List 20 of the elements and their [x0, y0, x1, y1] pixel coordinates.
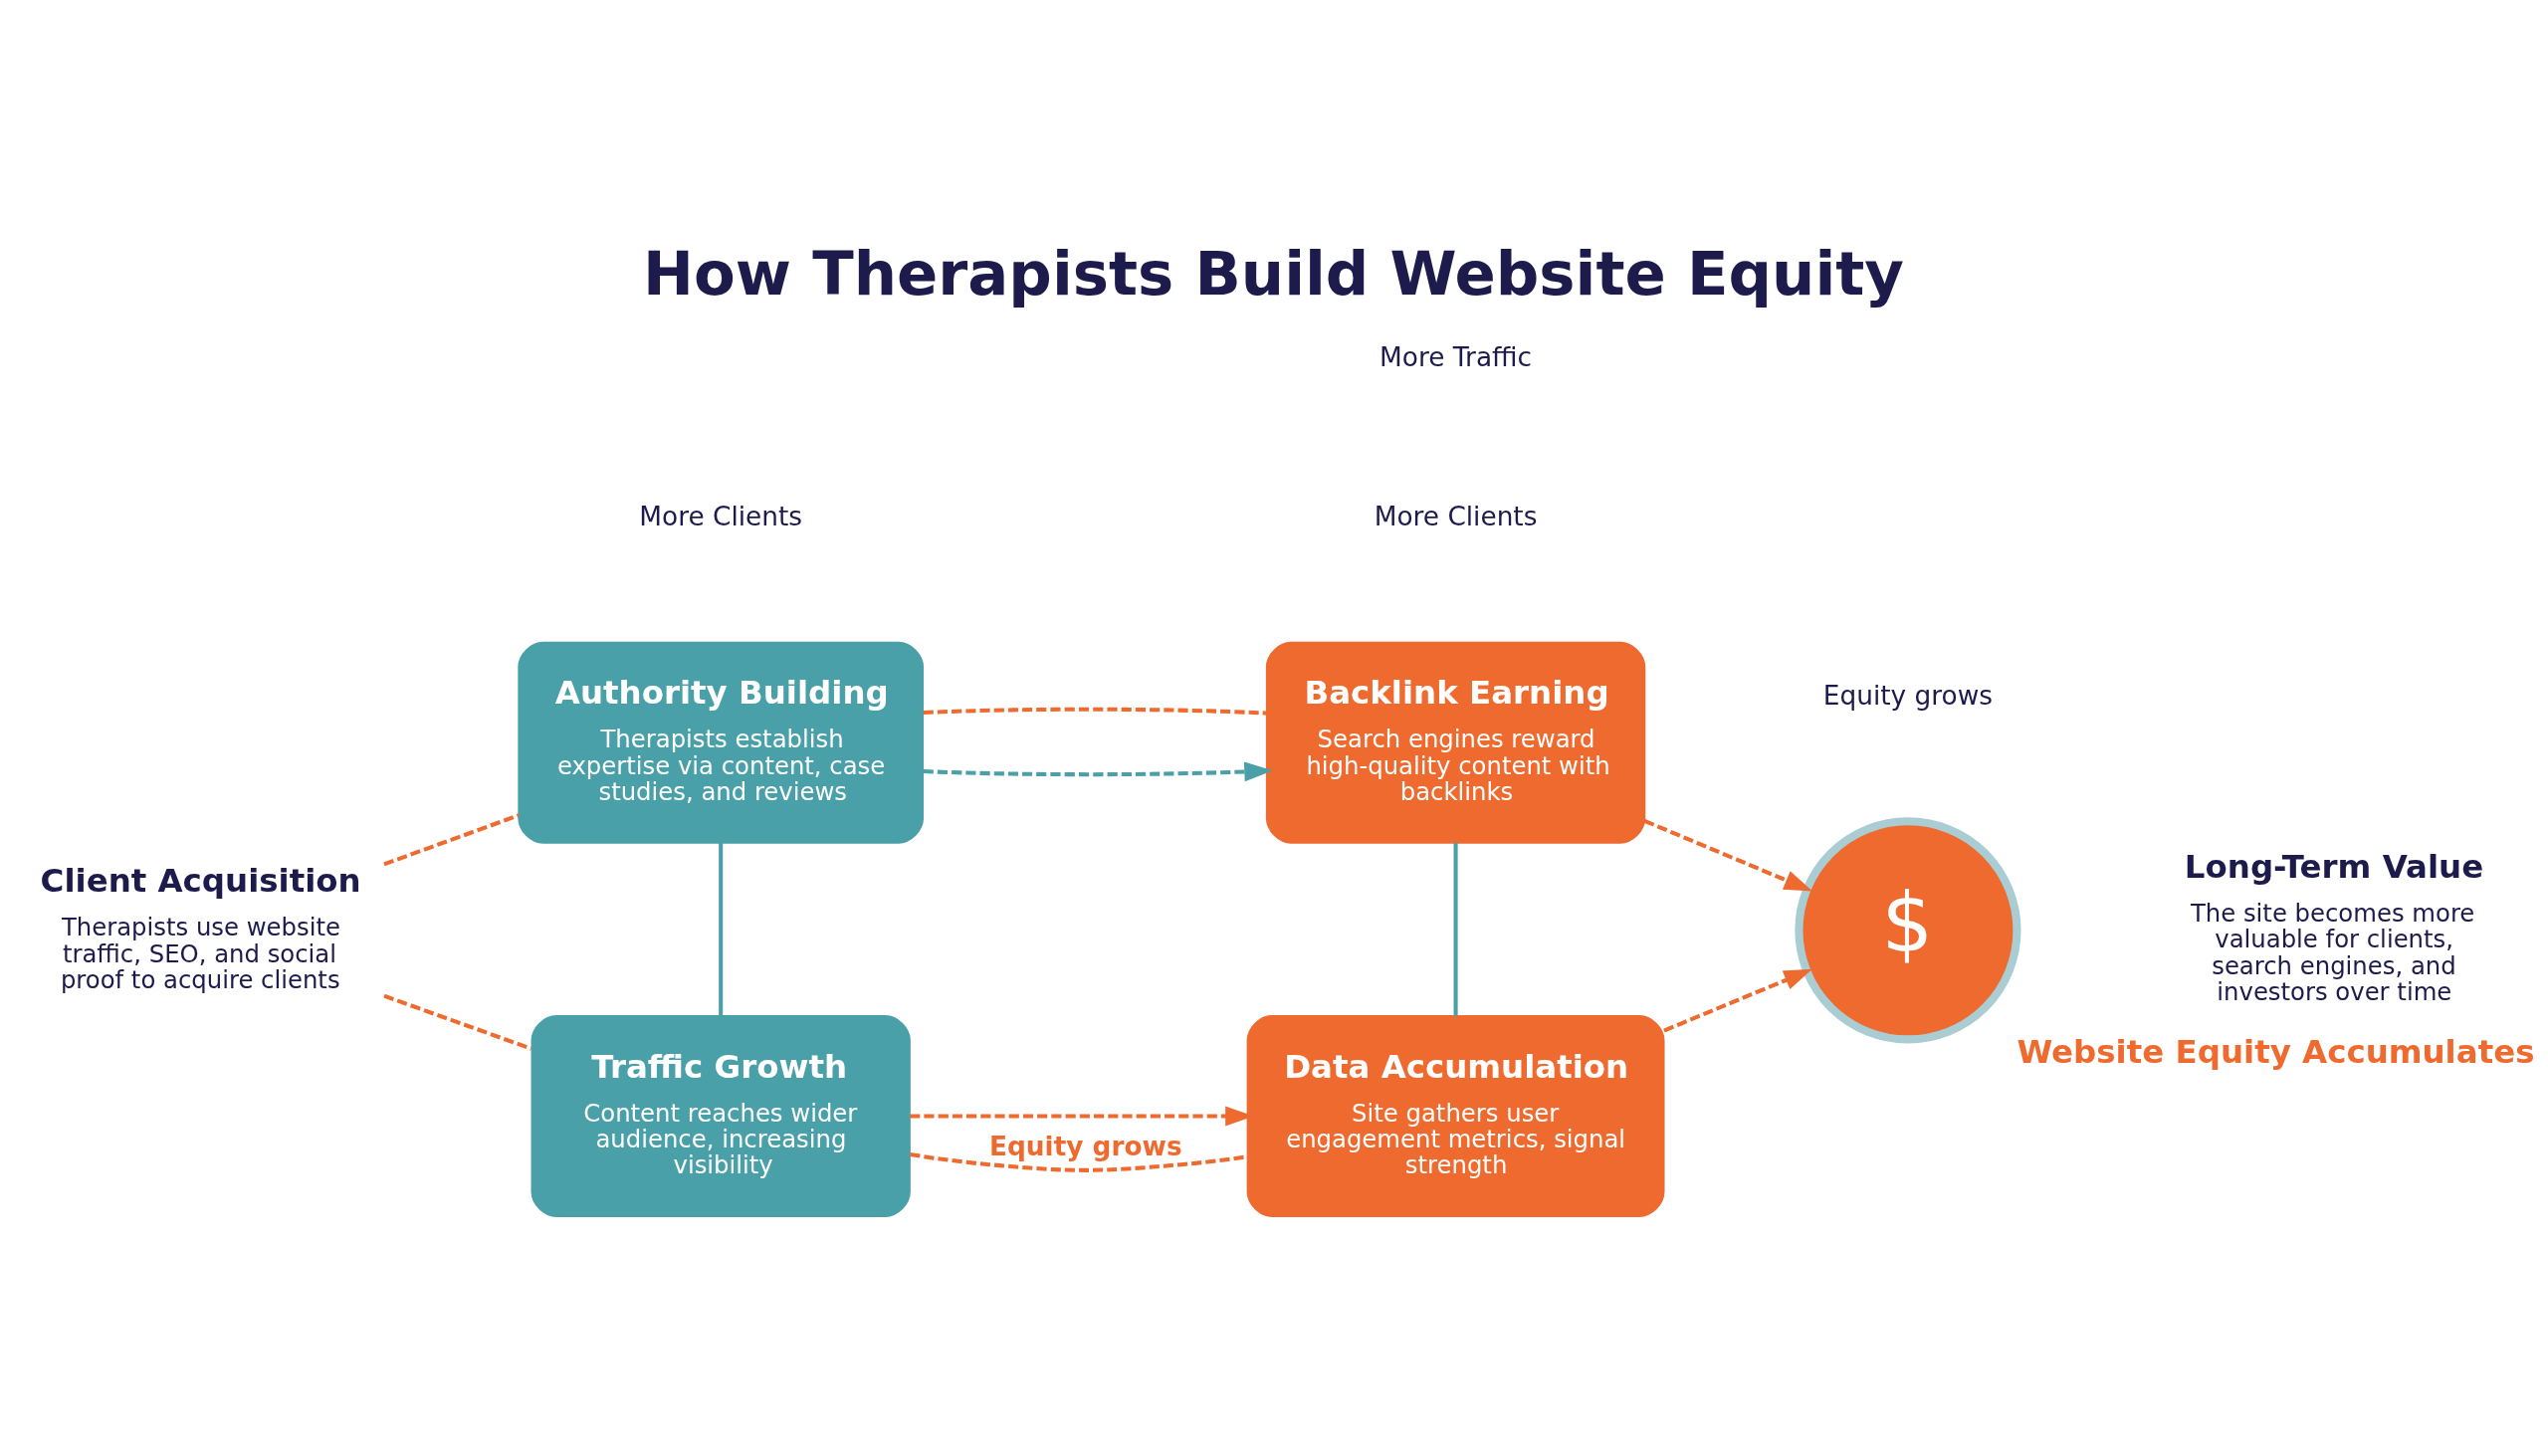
arrow: [923, 761, 1273, 782]
connector: [383, 813, 520, 867]
node-box: Traffic Growth Content reaches wider audience, increasing visibility: [531, 1015, 911, 1217]
connector: [719, 843, 724, 1017]
connector: [383, 993, 532, 1051]
node-box: Authority Building Therapists establish expertise via content, case studies, and reviews: [518, 641, 925, 844]
diagram-title: How Therapists Build Website Equity: [643, 238, 1904, 309]
label: More Clients: [639, 501, 803, 531]
node-box: Data Accumulation Site gathers user engagement metrics, signal strength: [1246, 1015, 1665, 1217]
connector: [1453, 843, 1458, 1017]
arrow: [1663, 968, 1812, 1033]
label: More Traffic: [1380, 341, 1533, 372]
arrow: [1643, 818, 1813, 892]
edge-label: Equity grows: [988, 1131, 1182, 1161]
connector: [923, 707, 1267, 716]
label: More Clients: [1374, 501, 1538, 531]
node-text: Client Acquisition Therapists use website traffic, SEO, and social proof to acquire clients: [40, 861, 361, 994]
label: Equity grows: [1822, 681, 1994, 712]
node-box: Backlink Earning Search engines reward high-quality content with backlinks: [1265, 641, 1646, 844]
node-text: Long-Term Value The site becomes more valuable for clients, search engines, and investors over time: [2184, 847, 2484, 1007]
